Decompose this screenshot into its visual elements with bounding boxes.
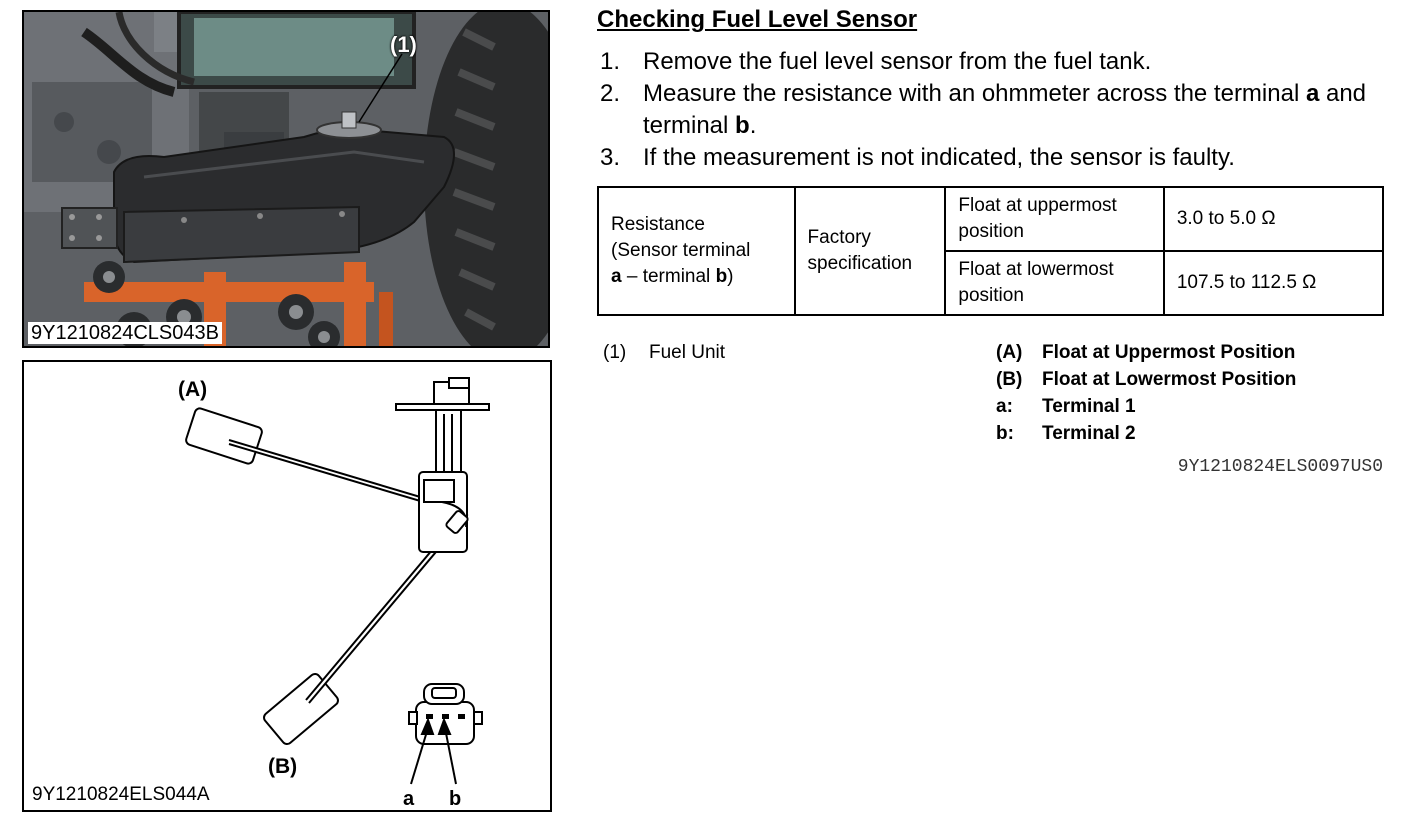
- value-cell: 107.5 to 112.5 Ω: [1162, 250, 1385, 316]
- spec-label-line-1: Factory: [807, 227, 871, 248]
- item-terminal-a: a: [611, 266, 622, 287]
- step-number: 3.: [600, 144, 621, 171]
- step-text: and terminal: [643, 80, 1367, 139]
- fuel-unit-photo-illustration: [24, 12, 548, 346]
- legend-label: Float at Uppermost Position: [1042, 342, 1296, 363]
- step-text: If the measurement is not indicated, the…: [643, 144, 1235, 171]
- legend-label: Terminal 1: [1042, 396, 1136, 417]
- diagram-image-code: 9Y1210824ELS044A: [32, 784, 210, 805]
- step-text: Remove the fuel level sensor from the fu…: [643, 48, 1152, 75]
- float-b-label: (B): [268, 755, 298, 778]
- step-number: 2.: [600, 80, 621, 107]
- item-line-1: Resistance: [611, 214, 705, 235]
- condition-cell: Float at uppermost position: [944, 186, 1165, 252]
- specification-table: Resistance (Sensor terminal a – terminal…: [597, 186, 1385, 316]
- legend-key: a:: [996, 396, 1013, 417]
- legend-key: (1): [603, 342, 627, 363]
- value-cell: 3.0 to 5.0 Ω: [1162, 186, 1385, 252]
- legend-item: a: Terminal 1: [996, 393, 1296, 420]
- step-number: 1.: [600, 48, 621, 75]
- item-close: ): [727, 266, 734, 287]
- document-reference-code: 9Y1210824ELS0097US0: [1177, 457, 1383, 477]
- legend-item: (1) Fuel Unit: [603, 339, 725, 366]
- item-dash: – terminal: [621, 266, 716, 287]
- procedure-steps: 1. Remove the fuel level sensor from the…: [597, 46, 1397, 174]
- legend-label: Float at Lowermost Position: [1042, 369, 1297, 390]
- photo-image-code: 9Y1210824CLS043B: [28, 322, 222, 344]
- legend-callouts: (1) Fuel Unit: [603, 339, 725, 366]
- step-item: 1. Remove the fuel level sensor from the…: [597, 46, 1397, 78]
- legend-key: b:: [996, 423, 1014, 444]
- fuel-unit-photo: (1) 9Y1210824CLS043B: [22, 10, 550, 348]
- legend-diagram: (A) Float at Uppermost Position (B) Float …: [996, 339, 1296, 447]
- legend-label: Terminal 2: [1042, 423, 1136, 444]
- spec-label-cell: Factory specification: [793, 186, 947, 316]
- spec-label-line-2: specification: [807, 253, 913, 274]
- fuel-sensor-line-drawing: [185, 377, 490, 785]
- legend-item: (B) Float at Lowermost Position: [996, 366, 1296, 393]
- step-text: Measure the resistance with an ohmmeter …: [643, 80, 1306, 107]
- legend-item: (A) Float at Uppermost Position: [996, 339, 1296, 366]
- terminal-a-label: a: [403, 788, 415, 810]
- legend-key: (B): [996, 369, 1023, 390]
- step-item: 2. Measure the resistance with an ohmmet…: [597, 78, 1397, 142]
- measurement-item-cell: Resistance (Sensor terminal a – terminal…: [597, 186, 796, 316]
- table-row: Float at lowermost position 107.5 to 112…: [598, 250, 1385, 316]
- step-item: 3. If the measurement is not indicated, …: [597, 142, 1397, 174]
- step-text: .: [749, 112, 757, 139]
- legend-item: b: Terminal 2: [996, 420, 1296, 447]
- table-row: Resistance (Sensor terminal a – terminal…: [597, 186, 1385, 316]
- float-a-label: (A): [178, 378, 208, 401]
- step-terminal-a: a: [1305, 80, 1320, 107]
- fuel-sensor-diagram: (A) (B) a b 9Y1210824ELS044A: [22, 360, 552, 812]
- item-terminal-b: b: [715, 266, 728, 287]
- condition-cell: Float at lowermost position: [944, 250, 1165, 316]
- photo-callout-1: (1): [390, 32, 417, 57]
- item-line-2: (Sensor terminal: [611, 240, 751, 261]
- terminal-b-label: b: [449, 788, 462, 810]
- legend-label: Fuel Unit: [649, 342, 726, 363]
- legend-key: (A): [996, 342, 1023, 363]
- page-title: Checking Fuel Level Sensor: [597, 6, 918, 33]
- step-terminal-b: b: [735, 112, 750, 139]
